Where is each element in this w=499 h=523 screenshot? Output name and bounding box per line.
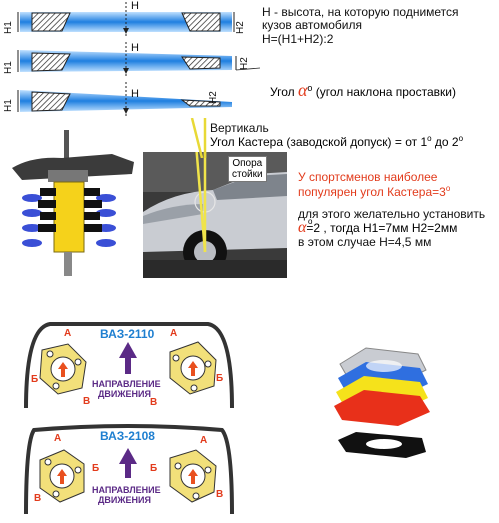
support-label-2: стойки xyxy=(232,169,263,180)
caster-deg-1: о xyxy=(427,134,432,143)
caster-lines xyxy=(190,118,207,158)
direction-2110-1: НАПРАВЛЕНИЕ xyxy=(92,379,161,389)
mark-v-left-2110: В xyxy=(83,396,91,407)
direction-2108-1: НАПРАВЛЕНИЕ xyxy=(92,485,161,495)
info-line-3: в этом случае H=4,5 мм xyxy=(298,235,432,249)
model-label-2108: ВАЗ-2108 xyxy=(100,429,155,443)
mark-a-right-2110: А xyxy=(170,328,178,339)
angle-alpha: α xyxy=(297,80,308,100)
height-description-2: кузов автомобиля xyxy=(262,18,362,32)
info-line-2-text: =2 , тогда H1=7мм H2=2мм xyxy=(306,221,458,235)
mark-v-left-2108: В xyxy=(34,493,42,504)
h1-label-1: H1 xyxy=(3,21,14,34)
mark-a-left-2110: А xyxy=(64,328,72,339)
left-plate-2108 xyxy=(39,449,85,503)
mark-b-left-2110: Б xyxy=(31,374,39,385)
mark-v-right-2108: В xyxy=(216,489,224,500)
info-deg: о xyxy=(308,217,313,226)
mark-b-right-2108: Б xyxy=(150,463,158,474)
mark-a-right-2108: А xyxy=(200,435,208,446)
height-description-1: H - высота, на которую поднимется xyxy=(262,5,459,19)
mark-b-right-2110: Б xyxy=(216,373,224,384)
h-label-3: H xyxy=(131,88,139,100)
height-formula: H=(H1+H2):2 xyxy=(262,32,334,46)
support-label: Опора стойки xyxy=(228,156,267,182)
h1-label-2: H1 xyxy=(3,61,14,74)
direction-2108-2: ДВИЖЕНИЯ xyxy=(98,495,151,505)
angle-caption: Угол αо (угол наклона проставки) xyxy=(270,80,456,101)
spacer-stack-photo xyxy=(334,347,430,458)
h1-label-3: H1 xyxy=(3,99,14,112)
angle-degree: о xyxy=(307,83,313,93)
right-plate-2108 xyxy=(169,449,217,503)
angle-prefix: Угол xyxy=(270,85,295,99)
support-label-1: Опора xyxy=(232,158,263,169)
sport-text-line: популярен угол Кастера=3 xyxy=(298,185,446,199)
right-plate xyxy=(169,341,217,395)
diagram-vaz2108 xyxy=(24,424,234,515)
mark-v-right-2110: В xyxy=(150,397,158,408)
direction-2110-2: ДВИЖЕНИЯ xyxy=(98,389,151,399)
h2-label-3: H2 xyxy=(208,91,219,104)
caster-line-prefix: Угол Кастера (заводской допуск) = от 1 xyxy=(210,135,428,149)
angle-suffix: (угол наклона проставки) xyxy=(315,85,456,99)
caster-line-mid: до 2 xyxy=(431,135,459,149)
h2-label-2: H2 xyxy=(239,57,250,70)
left-plate xyxy=(39,343,87,395)
h2-label-1: H2 xyxy=(235,21,246,34)
mark-b-left-2108: Б xyxy=(92,463,100,474)
mark-a-left-2108: А xyxy=(54,433,62,444)
caster-deg-2: о xyxy=(458,134,464,143)
sport-deg: о xyxy=(445,184,451,193)
h-label-1: H xyxy=(131,0,139,12)
info-line-1: для этого желательно установить xyxy=(298,207,486,221)
spacer-diagrams xyxy=(17,2,260,116)
strut-photo xyxy=(2,128,142,278)
diagram-vaz2110 xyxy=(24,322,234,409)
car-photo xyxy=(143,152,287,278)
sport-text-1: У спортсменов наиболее xyxy=(298,170,438,184)
sport-text-2: популярен угол Кастера=3о xyxy=(298,184,450,199)
caster-tolerance: Угол Кастера (заводской допуск) = от 1о … xyxy=(210,134,463,149)
vertical-label: Вертикаль xyxy=(210,121,269,135)
h-label-2: H xyxy=(131,42,139,54)
info-alpha: α xyxy=(298,219,307,236)
spacer-tilted xyxy=(17,42,260,76)
model-label-2110: ВАЗ-2110 xyxy=(100,327,155,341)
spacer-flat xyxy=(17,2,235,36)
spacer-wedge xyxy=(17,82,232,116)
